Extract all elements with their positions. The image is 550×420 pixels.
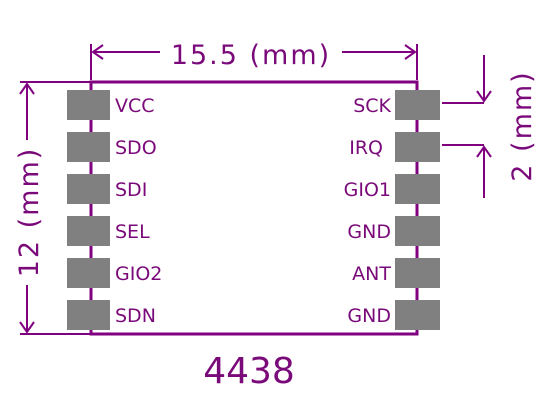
left-pad-4	[67, 216, 110, 246]
right-pad-4	[395, 216, 440, 246]
left-pin-label-3: SDI	[115, 179, 147, 201]
width-dimension-label: 15.5 (mm)	[171, 40, 331, 71]
width-dimension	[90, 44, 418, 80]
left-pad-2	[67, 132, 110, 162]
right-pad-5	[395, 258, 440, 288]
right-pad-2	[395, 132, 440, 162]
right-pad-1	[395, 90, 440, 120]
right-pin-label-1: SCK	[353, 95, 391, 117]
height-dimension	[19, 81, 91, 335]
left-pad-3	[67, 174, 110, 204]
left-pad-6	[67, 300, 110, 330]
pitch-dimension-label: 2 (mm)	[507, 70, 538, 181]
pitch-dimension	[442, 55, 492, 198]
module-outline	[89, 80, 419, 336]
left-pin-label-5: GIO2	[115, 263, 162, 285]
right-pin-label-3: GIO1	[344, 179, 391, 201]
left-pin-label-6: SDN	[115, 305, 156, 327]
right-pin-label-6: GND	[347, 305, 391, 327]
left-pin-label-1: VCC	[115, 95, 155, 117]
left-pin-label-2: SDO	[115, 137, 157, 159]
right-pad-6	[395, 300, 440, 330]
part-number: 4438	[203, 351, 295, 392]
height-dimension-label: 12 (mm)	[14, 147, 45, 278]
right-pin-label-5: ANT	[352, 263, 391, 285]
right-pad-3	[395, 174, 440, 204]
left-pad-5	[67, 258, 110, 288]
left-pin-label-4: SEL	[115, 221, 150, 243]
left-pad-1	[67, 90, 110, 120]
right-pin-label-4: GND	[347, 221, 391, 243]
right-pin-label-2: IRQ	[349, 137, 383, 159]
